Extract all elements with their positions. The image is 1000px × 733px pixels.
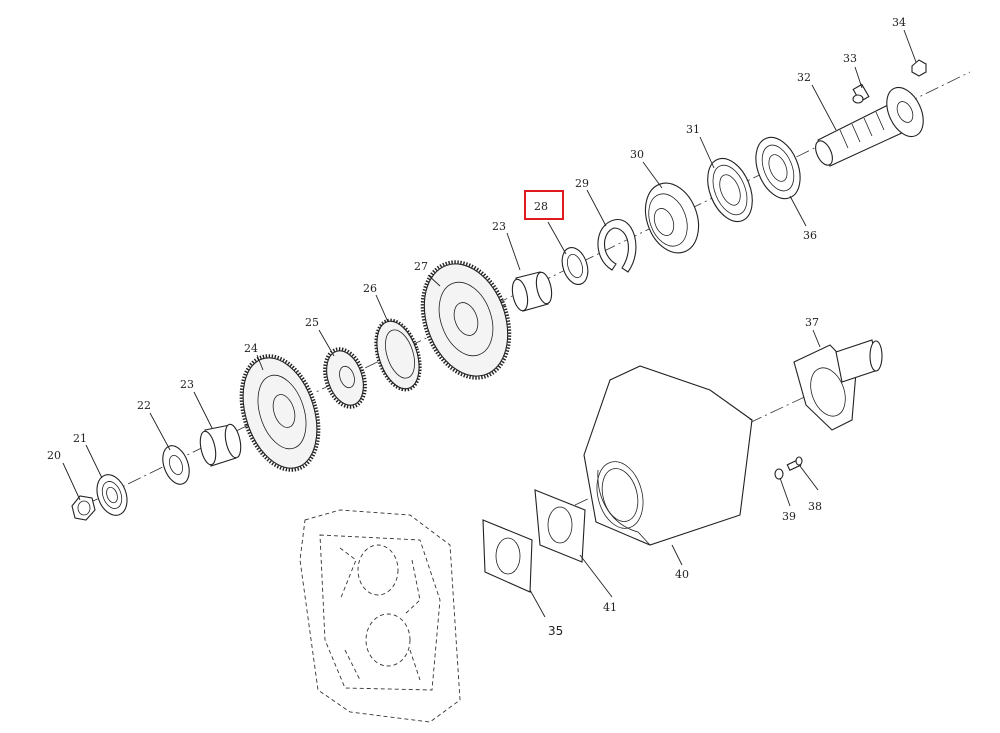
part-40-housing[interactable] [583, 365, 753, 546]
part-30-bearing[interactable] [636, 176, 708, 261]
leader-lines [62, 29, 917, 618]
part-31-seal[interactable] [699, 152, 761, 228]
part-25-gear[interactable] [318, 344, 373, 413]
label-23-right: 23 [492, 220, 506, 233]
part-29-circlip[interactable] [597, 219, 637, 273]
label-20: 20 [47, 449, 61, 462]
part-23-bushing-right[interactable] [510, 271, 554, 312]
label-22: 22 [137, 399, 151, 412]
label-31: 31 [686, 123, 700, 136]
part-28-ring[interactable] [558, 244, 593, 288]
label-24: 24 [244, 342, 258, 355]
label-35: 35 [548, 624, 563, 638]
label-40: 40 [675, 568, 689, 581]
label-34: 34 [892, 16, 906, 29]
label-41: 41 [603, 601, 617, 614]
label-36: 36 [803, 229, 817, 242]
label-39: 39 [782, 510, 796, 523]
part-20-nut[interactable] [71, 495, 96, 521]
label-29: 29 [575, 177, 589, 190]
part-36-seal[interactable] [747, 131, 808, 205]
part-35-plate[interactable] [482, 519, 533, 593]
label-33: 33 [843, 52, 857, 65]
part-37-flange[interactable] [793, 339, 883, 431]
part-26-sleeve[interactable] [368, 315, 428, 396]
label-26: 26 [363, 282, 377, 295]
label-30: 30 [630, 148, 644, 161]
label-38: 38 [808, 500, 822, 513]
part-39-washer[interactable] [774, 468, 784, 480]
housing-axis-line [574, 384, 831, 506]
label-21: 21 [73, 432, 87, 445]
label-25: 25 [305, 316, 319, 329]
label-27: 27 [414, 260, 428, 273]
label-37: 37 [805, 316, 819, 329]
part-38-bolt[interactable] [786, 456, 803, 471]
part-23-bushing-left[interactable] [198, 423, 244, 467]
part-21-bearing[interactable] [92, 470, 133, 519]
part-32-shaft[interactable] [812, 82, 930, 168]
label-28: 28 [534, 200, 548, 213]
part-labels: 20 21 22 23 24 25 26 27 23 28 29 30 31 3… [47, 16, 906, 638]
part-33-bolt[interactable] [852, 83, 870, 104]
highlight-box-28 [524, 190, 564, 220]
part-27-gear[interactable] [407, 250, 525, 391]
part-22-washer[interactable] [158, 442, 194, 488]
label-32: 32 [797, 71, 811, 84]
part-24-gear[interactable] [228, 346, 333, 480]
label-23-left: 23 [180, 378, 194, 391]
part-41-gasket[interactable] [534, 489, 586, 563]
gearbox-casing-outline [299, 509, 461, 723]
part-34-nut[interactable] [911, 59, 927, 77]
